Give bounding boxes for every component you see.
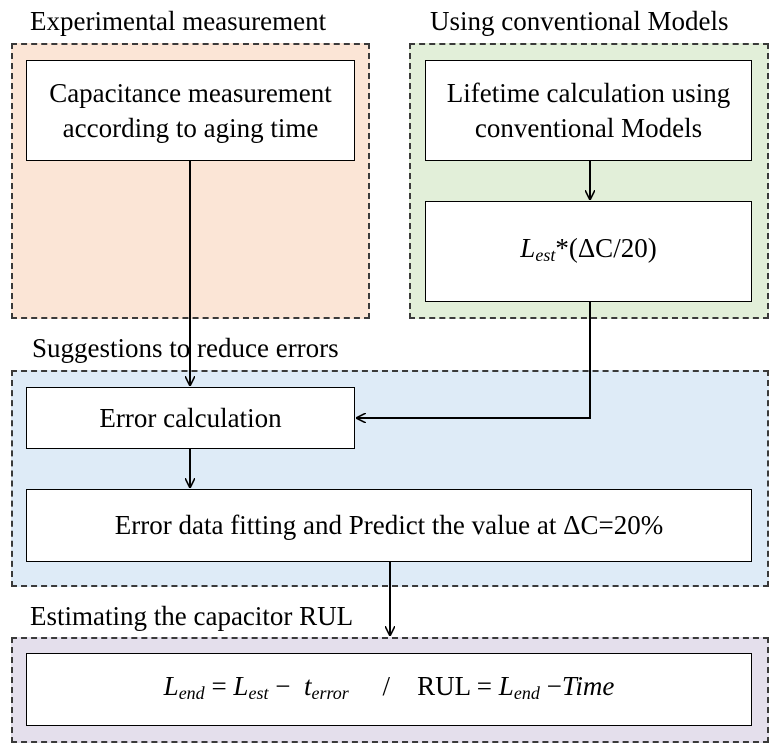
- error-fitting-box: Error data fitting and Predict the value…: [26, 489, 752, 562]
- suggestions-title: Suggestions to reduce errors: [32, 333, 339, 363]
- error-fitting-label: Error data fitting and Predict the value…: [114, 510, 664, 540]
- capacitance-line1: Capacitance measurement: [49, 77, 332, 108]
- rul-formula-box: Lend = Lest − terror / RUL = Lend −Time: [26, 653, 752, 726]
- arrow-lest-to-error: [357, 302, 591, 418]
- lifetime-line2: conventional Models: [474, 112, 703, 143]
- conventional-title: Using conventional Models: [430, 6, 729, 36]
- lifetime-calculation-box: Lifetime calculation using conventional …: [425, 60, 752, 161]
- estimating-title: Estimating the capacitor RUL: [30, 601, 354, 631]
- error-calculation-box: Error calculation: [26, 387, 355, 449]
- experimental-title: Experimental measurement: [30, 6, 327, 36]
- lifetime-line1: Lifetime calculation using: [446, 77, 731, 108]
- capacitance-measurement-box: Capacitance measurement according to agi…: [26, 60, 355, 161]
- error-calculation-label: Error calculation: [99, 402, 282, 433]
- lest-formula: Lest*(ΔC/20): [520, 232, 657, 265]
- rul-formula: Lend = Lest − terror / RUL = Lend −Time: [163, 670, 615, 703]
- capacitance-line2: according to aging time: [62, 112, 319, 143]
- lest-formula-box: Lest*(ΔC/20): [425, 201, 752, 302]
